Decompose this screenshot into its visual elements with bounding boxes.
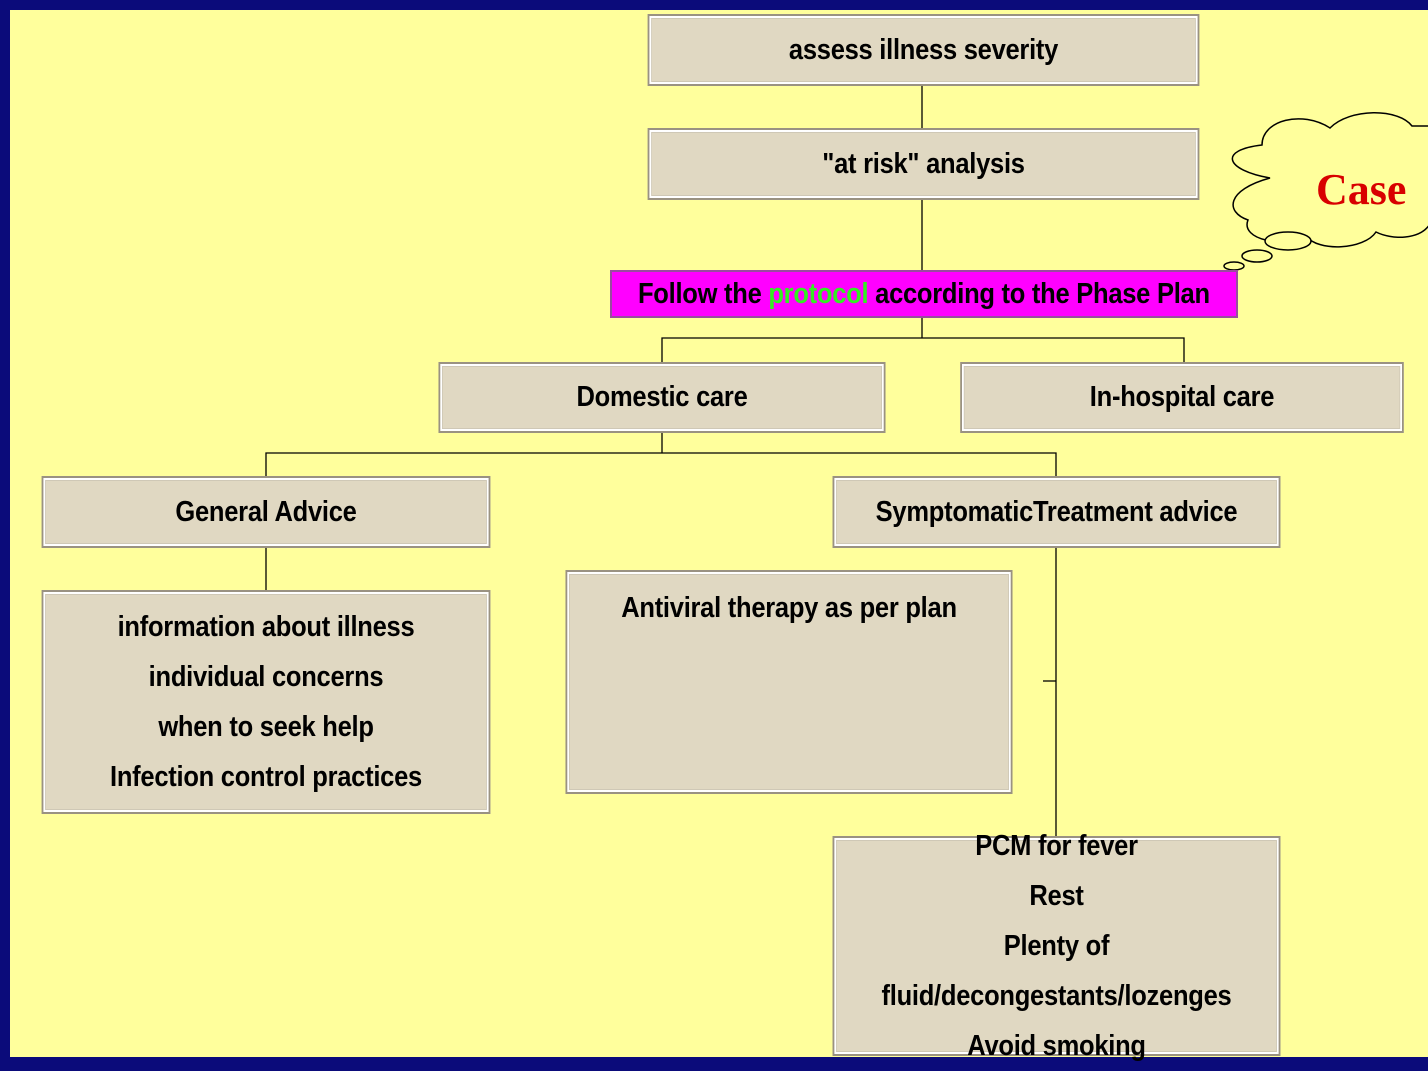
general-item: information about illness: [117, 611, 415, 643]
protocol-line: Follow the protocol according to the Pha…: [638, 278, 1210, 311]
node-antiviral-therapy: Antiviral therapy as per plan: [565, 570, 1013, 794]
protocol-text-after: according to the Phase Plan: [868, 277, 1210, 310]
node-general-advice-items: information about illness individual con…: [41, 590, 491, 814]
general-item: when to seek help: [158, 711, 374, 743]
node-general-advice: General Advice: [41, 476, 491, 548]
node-protocol-highlight: Follow the protocol according to the Pha…: [610, 270, 1238, 318]
symptom-item: Rest: [1029, 880, 1084, 912]
protocol-highlight-word: protocol: [768, 277, 869, 310]
node-symptomatic-treatment: SymptomaticTreatment advice: [832, 476, 1281, 548]
node-at-risk-analysis: "at risk" analysis: [647, 128, 1200, 200]
node-domestic-care: Domestic care: [438, 362, 886, 433]
general-item: individual concerns: [148, 661, 384, 693]
general-item: Infection control practices: [110, 761, 422, 793]
node-symptom-items: PCM for fever Rest Plenty of fluid/decon…: [832, 830, 1281, 1062]
symptom-item: Plenty of fluid/decongestants/lozenges: [881, 930, 1232, 1012]
node-in-hospital-care: In-hospital care: [960, 362, 1404, 433]
symptom-item: Avoid smoking: [967, 1030, 1146, 1062]
symptom-item: PCM for fever: [975, 830, 1138, 862]
protocol-text-before: Follow the: [638, 277, 769, 310]
node-assess-severity: assess illness severity: [647, 14, 1200, 86]
callout-case-text: Case: [1316, 165, 1407, 214]
